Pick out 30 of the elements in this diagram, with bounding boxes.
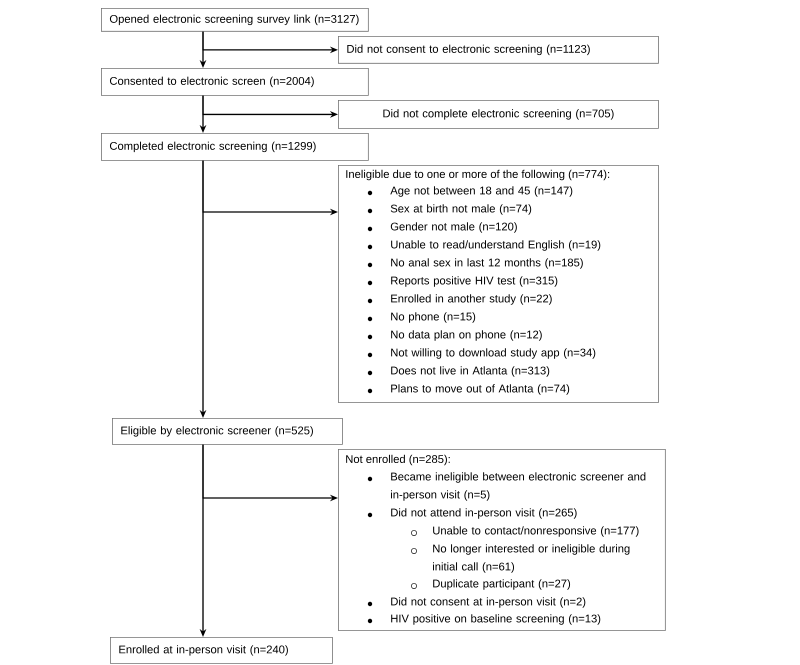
list-item: Not willing to download study app (n=34) [391, 348, 596, 359]
process-box: Eligible by electronic screener (n=525) [112, 418, 343, 445]
process-box: Did not consent to electronic screening (n=1123) [338, 36, 659, 64]
process-box: Opened electronic screening survey link (n=3127) [101, 8, 369, 32]
process-box: Enrolled at in-person visit (n=240) [110, 637, 333, 664]
list-item: No anal sex in last 12 months (n=185) [391, 258, 583, 269]
list-item: No longer interested or ineligible during initial call (n=61) [433, 544, 630, 573]
list-item: Unable to contact/nonresponsive (n=177) [433, 526, 639, 537]
list-item: Reports positive HIV test (n=315) [391, 276, 558, 287]
list-box [338, 449, 666, 631]
list-item: Sex at birth not male (n=74) [390, 204, 532, 215]
list-item: Did not attend in-person visit (n=265) [391, 508, 577, 519]
list-item: Does not live in Atlanta (n=313) [391, 366, 550, 377]
list-box [338, 165, 659, 403]
list-item: Duplicate participant (n=27) [433, 579, 570, 590]
list-item: Became ineligible between electronic screener and in-person visit (n=5) [391, 472, 646, 501]
list-item: Age not between 18 and 45 (n=147) [390, 186, 572, 197]
process-box: Completed electronic screening (n=1299) [101, 133, 369, 161]
list-item: No phone (n=15) [391, 312, 476, 323]
process-box: Did not complete electronic screening (n=705) [338, 100, 659, 129]
list-item: Did not consent at in-person visit (n=2) [391, 597, 586, 608]
list-item: Plans to move out of Atlanta (n=74) [391, 384, 570, 395]
list-item: Gender not male (n=120) [390, 222, 517, 233]
list-item: Enrolled in another study (n=22) [391, 294, 552, 305]
list-heading: Not enrolled (n=285): [346, 454, 450, 466]
process-box: Consented to electronic screen (n=2004) [101, 68, 369, 96]
list-item: No data plan on phone (n=12) [391, 330, 542, 341]
list-heading: Ineligible due to one or more of the following (n=774): [346, 170, 610, 180]
list-item: Unable to read/understand English (n=19) [391, 240, 600, 251]
list-item: HIV positive on baseline screening (n=13) [391, 614, 600, 625]
